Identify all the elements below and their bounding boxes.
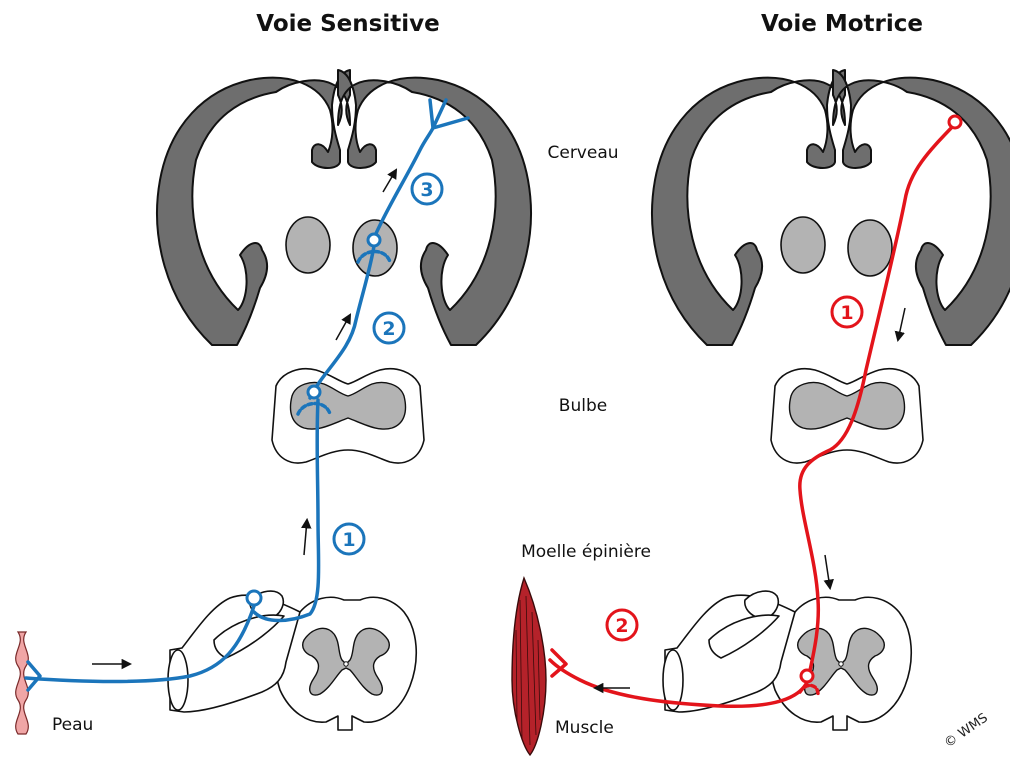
svg-text:3: 3 xyxy=(420,179,433,201)
medulla-label: Bulbe xyxy=(559,396,607,416)
brain-label: Cerveau xyxy=(547,143,618,163)
arrow-up xyxy=(304,520,307,555)
motor-medulla-section xyxy=(771,369,923,463)
svg-text:2: 2 xyxy=(615,615,628,637)
motor-brain-section xyxy=(652,70,1010,345)
arrow-down xyxy=(825,555,830,588)
spinal-cord-label: Moelle épinière xyxy=(521,542,651,562)
svg-text:1: 1 xyxy=(342,529,355,551)
motor-neuron-badge: 2 xyxy=(607,610,637,640)
sensory-pathway-title: Voie Sensitive xyxy=(256,11,439,37)
copyright-label: © WMS xyxy=(942,711,991,752)
arrow-up xyxy=(336,315,350,340)
sensory-neuron-badge: 2 xyxy=(374,313,404,343)
arrow-up xyxy=(383,170,396,192)
muscle-label: Muscle xyxy=(555,718,614,738)
sensory-neuron-badge: 1 xyxy=(334,524,364,554)
motor-neuron-badge: 1 xyxy=(832,297,862,327)
svg-text:2: 2 xyxy=(382,318,395,340)
svg-text:1: 1 xyxy=(840,302,853,324)
sensory-medulla-section xyxy=(272,369,424,463)
arrow-down xyxy=(898,308,905,340)
sensory-brain-section xyxy=(157,70,531,345)
sensory-neuron-badge: 3 xyxy=(412,174,442,204)
motor-spinal-cord-section xyxy=(663,591,911,730)
motor-pathway-title: Voie Motrice xyxy=(761,11,923,37)
skin-label: Peau xyxy=(52,715,93,735)
skin-tissue xyxy=(16,632,29,734)
muscle-tissue xyxy=(512,578,546,755)
sensory-spinal-cord-section xyxy=(168,591,416,730)
